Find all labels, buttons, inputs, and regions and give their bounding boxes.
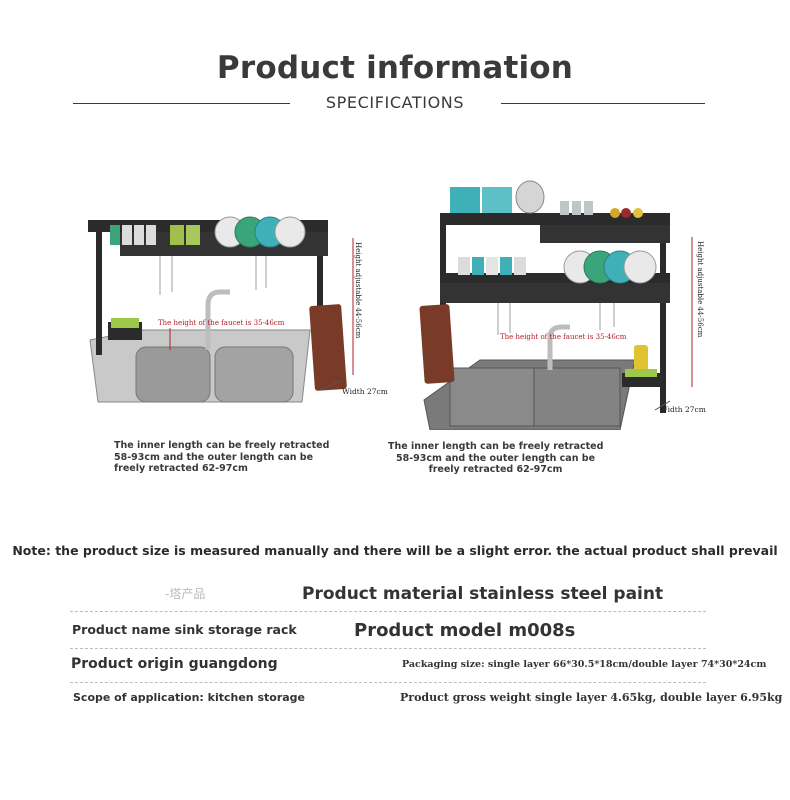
rack-leg-right <box>317 220 323 350</box>
page-title: Product information <box>216 50 574 86</box>
spec-divider-2 <box>70 648 706 649</box>
right-caption-line-1: The inner length can be freely retracted <box>388 441 604 452</box>
rack-leg-right <box>660 213 666 413</box>
height-adjustable-label: Height adjustable 44-56cm <box>354 242 362 339</box>
bowls-top <box>450 187 512 213</box>
left-caption-line-1: The inner length can be freely retracted <box>114 440 330 451</box>
double-layer-rack-figure: The height of the faucet is 35-46cm Heig… <box>410 165 720 431</box>
sink-bowl-left <box>449 367 535 427</box>
fruits <box>610 208 643 218</box>
height-adjustable-label: Height adjustable 44-56cm <box>696 241 704 338</box>
rack-second-shelf <box>440 273 670 283</box>
hanging-utensils <box>159 256 267 295</box>
spec-divider-3 <box>70 682 706 683</box>
product-material: Product material stainless steel paint <box>302 584 664 604</box>
rack-second-panel <box>440 283 670 303</box>
plates-right <box>214 216 306 248</box>
single-layer-rack-illustration <box>88 216 354 403</box>
right-length-caption: The inner length can be freely retracted… <box>388 441 603 476</box>
glasses <box>560 201 593 215</box>
page-subtitle: SPECIFICATIONS <box>325 93 465 112</box>
right-caption-line-3: freely retracted 62-97cm <box>428 464 563 475</box>
cutting-board <box>309 304 347 391</box>
sponge <box>625 369 657 377</box>
packaging-size: Packaging size: single layer 66*30.5*18c… <box>402 659 767 670</box>
right-caption-line-2: 58-93cm and the outer length can be <box>395 452 596 464</box>
width-label: Width 27cm <box>660 405 706 414</box>
width-arrow <box>319 379 343 391</box>
faucet-height-note: The height of the faucet is 35-46cm <box>500 333 627 341</box>
left-length-caption: The inner length can be freely retracted… <box>114 440 329 475</box>
hanging-utensils <box>497 303 615 335</box>
sponge <box>111 318 139 328</box>
left-caption-line-3: freely retracted 62-97cm <box>114 463 248 474</box>
width-label: Width 27cm <box>342 387 388 396</box>
width-arrow <box>654 400 671 411</box>
faucet-height-note: The height of the faucet is 35-46cm <box>158 319 285 327</box>
double-layer-rack-illustration <box>419 180 693 431</box>
rack-top-panel <box>540 225 670 243</box>
product-model: Product model m008s <box>354 620 576 641</box>
header-divider-left <box>73 103 290 104</box>
soap-bottle <box>634 345 648 371</box>
kettle <box>515 180 545 214</box>
sink-bowl-left <box>135 346 211 403</box>
single-layer-rack-figure: The height of the faucet is 35-46cm Heig… <box>80 180 388 410</box>
header-divider-right <box>501 103 705 104</box>
spec-divider-1 <box>70 611 706 612</box>
cutting-board <box>419 304 455 384</box>
faucet <box>205 289 230 350</box>
scope-of-application: Scope of application: kitchen storage <box>73 691 305 704</box>
plates-second <box>458 250 657 284</box>
measurement-note: Note: the product size is measured manua… <box>12 543 778 558</box>
sink-bowl-right <box>214 346 294 403</box>
faucet <box>547 324 570 370</box>
faint-watermark-text: -塔产品 <box>165 587 206 601</box>
rack-leg-left <box>96 220 102 355</box>
plates-left <box>110 225 200 245</box>
product-name: Product name sink storage rack <box>72 622 297 637</box>
product-gross-weight: Product gross weight single layer 4.65kg… <box>400 691 783 704</box>
left-caption-line-2: 58-93cm and the outer length can be <box>114 451 314 463</box>
sink-bowl-right <box>533 367 621 427</box>
product-origin: Product origin guangdong <box>71 656 278 672</box>
